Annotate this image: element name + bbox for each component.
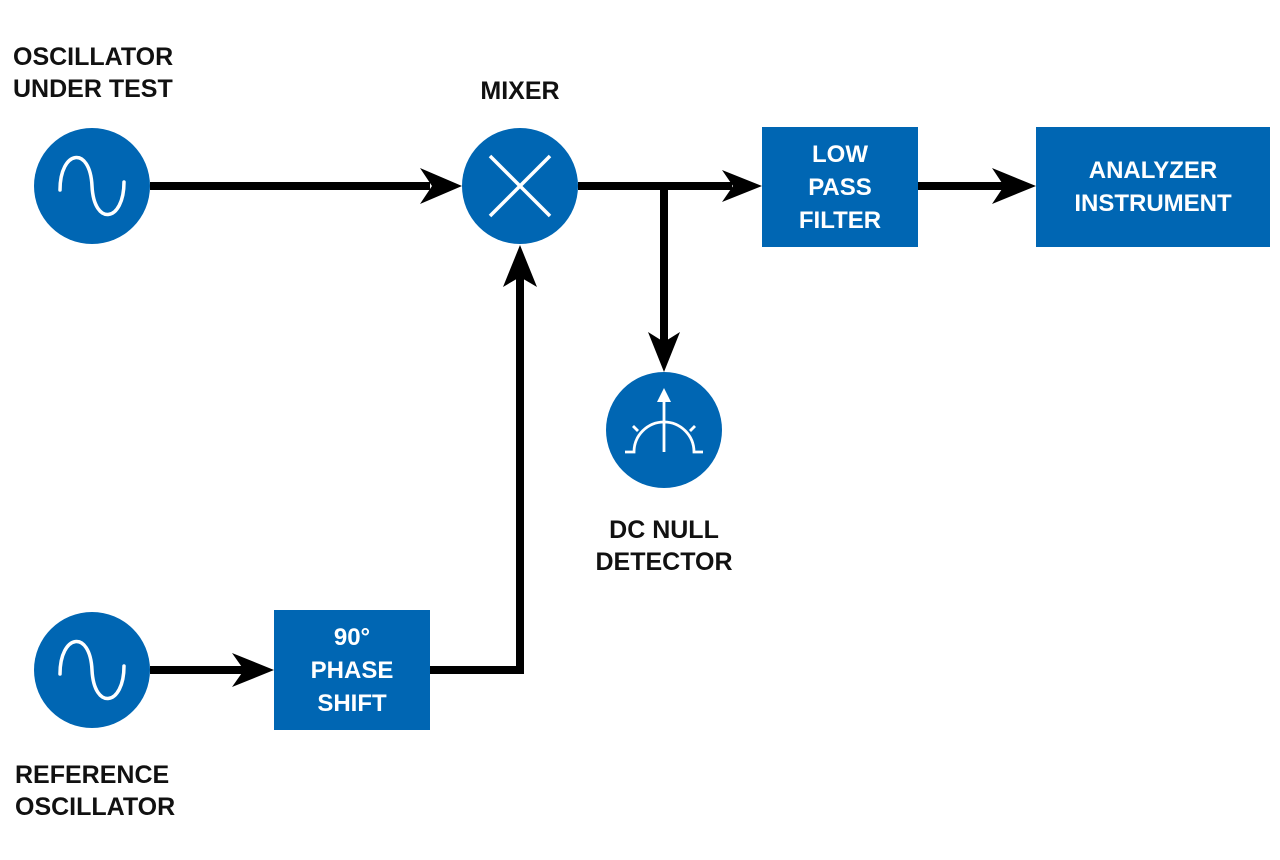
label-line: DETECTOR [595,548,733,576]
analyzer-instrument-block: ANALYZER INSTRUMENT [1036,127,1270,247]
arrowhead-mixer-to-lpf [722,170,762,202]
mixer-label: MIXER [460,75,580,107]
arrowhead-phase-to-mixer [503,245,537,287]
multiply-x-icon [488,154,552,218]
label-line: MIXER [480,77,560,105]
label-line: DC NULL [609,516,719,544]
block-line: SHIFT [317,689,387,717]
label-line: OSCILLATOR [15,793,176,821]
label-line: OSCILLATOR [13,43,174,71]
arrow-phase-to-mixer [430,272,524,674]
arrowhead-ref-to-phase [232,653,274,687]
connections [150,168,1036,687]
reference-oscillator-label: REFERENCE OSCILLATOR [15,759,175,823]
block-line: PASS [808,173,872,201]
dc-null-detector-label: DC NULL DETECTOR [584,514,744,578]
mixer-node [462,128,578,244]
block-line: INSTRUMENT [1074,190,1232,217]
arrowhead-osc-to-mixer [420,168,462,204]
low-pass-filter-block: LOW PASS FILTER [762,127,918,247]
block-line: FILTER [798,206,882,234]
sine-wave-icon [58,639,126,701]
oscillator-under-test-node [34,128,150,244]
reference-oscillator-node [34,612,150,728]
oscillator-under-test-label: OSCILLATOR UNDER TEST [13,41,173,105]
arrowhead-mixer-to-detector [648,332,680,372]
dc-null-detector-node [606,372,722,488]
label-line: REFERENCE [15,761,170,789]
label-line: UNDER TEST [13,75,173,103]
block-line: 90° [333,623,371,651]
block-line: PHASE [310,656,394,684]
block-line: LOW [812,140,868,168]
block-line: ANALYZER [1088,157,1218,184]
sine-wave-icon [58,155,126,217]
phase-shift-block: 90° PHASE SHIFT [274,610,430,730]
arrowhead-lpf-to-analyzer [992,168,1036,204]
meter-gauge-icon [625,388,703,454]
